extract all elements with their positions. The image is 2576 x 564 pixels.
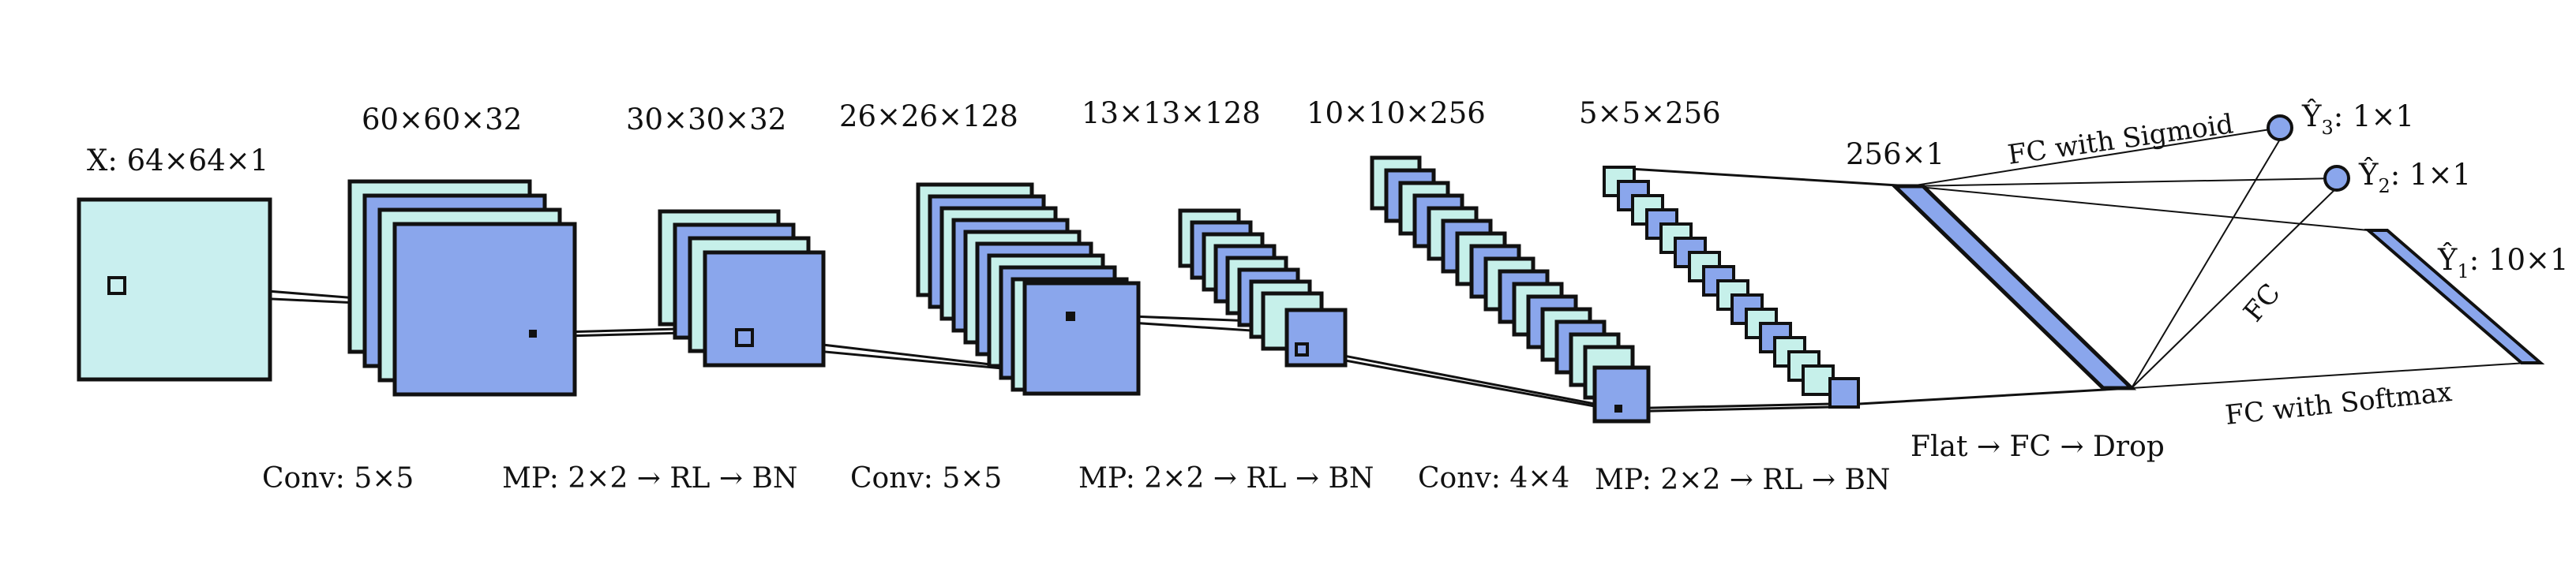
fc-line <box>1910 127 2281 187</box>
dim-label-3: 26×26×128 <box>839 99 1018 133</box>
op-label-1: Conv: 5×5 <box>262 462 414 495</box>
dim-label-4: 13×13×128 <box>1082 96 1261 130</box>
op-label-4: MP: 2×2 → RL → BN <box>1078 462 1374 495</box>
y-dim: : 1×1 <box>2390 158 2471 192</box>
kernel-marker <box>1066 312 1075 321</box>
fc-softmax-label: FC with Softmax <box>2224 376 2454 431</box>
dim-label-5: 10×10×256 <box>1307 96 1486 130</box>
feature-stack-2 <box>658 209 826 368</box>
fc-line <box>1910 177 2338 187</box>
feature-map <box>392 222 577 397</box>
y1-output-vector <box>2364 229 2545 364</box>
dim-label-6: 5×5×256 <box>1579 96 1721 130</box>
fc-sigmoid-label: FC with Sigmoid <box>2006 108 2236 171</box>
kernel-marker <box>529 330 537 338</box>
fc-line <box>2131 133 2284 389</box>
feature-map <box>703 250 826 368</box>
input-kernel-patch <box>107 276 126 295</box>
y-subscript: 3 <box>2321 117 2333 139</box>
input-map <box>77 197 272 382</box>
fc-line <box>2131 185 2339 389</box>
feature-stack-3 <box>916 182 1141 396</box>
op-label-2: MP: 2×2 → RL → BN <box>502 462 797 495</box>
connection-line <box>1618 405 1832 413</box>
feature-map <box>1284 308 1348 368</box>
y2-output-node <box>2323 165 2350 192</box>
y3-label: Ŷ3: 1×1 <box>2301 99 2414 139</box>
connection-line <box>1306 352 1595 408</box>
y-hat-symbol: Ŷ <box>2358 157 2379 192</box>
fc-lines <box>1910 127 2527 389</box>
fc-line <box>2131 362 2527 389</box>
feature-stack-1 <box>347 179 577 397</box>
kernel-patch <box>1295 342 1309 357</box>
connection-line <box>1603 166 1911 188</box>
y-subscript: 1 <box>2457 260 2469 282</box>
y3-output-node <box>2267 114 2293 141</box>
op-label-5: Conv: 4×4 <box>1418 462 1569 495</box>
connection-line <box>1858 387 2132 405</box>
dim-label-1: 60×60×32 <box>362 103 522 136</box>
op-label-6: MP: 2×2 → RL → BN <box>1595 464 1890 496</box>
y-dim: : 10×1 <box>2469 243 2569 277</box>
y-hat-symbol: Ŷ <box>2301 99 2322 133</box>
feature-stack-6 <box>1603 166 1860 409</box>
kernel-patch <box>735 328 754 347</box>
fc-line <box>1910 185 2369 231</box>
y-subscript: 2 <box>2378 175 2390 197</box>
kernel-marker <box>1614 405 1622 413</box>
input-label: X: 64×64×1 <box>87 144 268 177</box>
feature-stack-4 <box>1178 208 1348 368</box>
connection-line <box>1618 402 1832 410</box>
y-dim: : 1×1 <box>2334 99 2414 133</box>
op-label-7: Flat → FC → Drop <box>1910 431 2165 463</box>
feature-map <box>1828 377 1860 409</box>
flatten-vector <box>1889 184 2137 390</box>
dim-label-2: 30×30×32 <box>626 103 786 136</box>
feature-map <box>1802 364 1835 396</box>
feature-map <box>1592 365 1651 424</box>
feature-map <box>1022 281 1141 396</box>
y2-label: Ŷ2: 1×1 <box>2358 157 2471 197</box>
y-hat-symbol: Ŷ <box>2437 242 2458 277</box>
y1-label: Ŷ1: 10×1 <box>2437 242 2569 282</box>
connection-line <box>1298 345 1595 405</box>
feature-stack-5 <box>1370 155 1651 424</box>
fc-label: FC <box>2237 278 2287 328</box>
op-label-3: Conv: 5×5 <box>850 462 1002 495</box>
dim-label-flat: 256×1 <box>1846 137 1944 171</box>
